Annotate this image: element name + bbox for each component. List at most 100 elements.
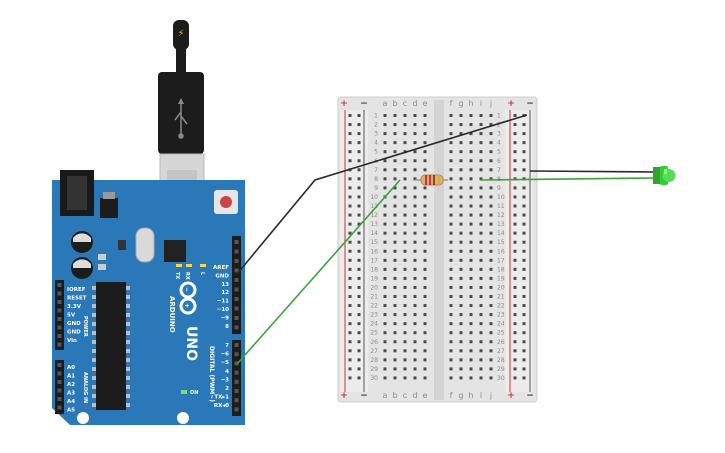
breadboard-hole[interactable] [413, 132, 417, 136]
rail-hole[interactable] [513, 358, 517, 362]
breadboard-hole[interactable] [403, 114, 407, 117]
breadboard-hole[interactable] [383, 213, 387, 217]
breadboard-hole[interactable] [449, 285, 453, 289]
breadboard-hole[interactable] [413, 267, 417, 271]
breadboard-hole[interactable] [383, 168, 387, 172]
breadboard-hole[interactable] [459, 313, 463, 317]
rail-hole[interactable] [522, 267, 526, 271]
breadboard[interactable]: 1234567891011121314151617181920212223242… [337, 96, 538, 403]
rail-hole[interactable] [513, 195, 517, 199]
breadboard-hole[interactable] [403, 295, 407, 298]
rail-hole[interactable] [357, 168, 361, 172]
breadboard-hole[interactable] [489, 177, 493, 181]
rail-hole[interactable] [348, 276, 352, 280]
breadboard-hole[interactable] [459, 177, 463, 181]
breadboard-hole[interactable] [403, 168, 407, 172]
rail-hole[interactable] [513, 331, 517, 335]
breadboard-hole[interactable] [469, 267, 473, 271]
breadboard-hole[interactable] [383, 331, 387, 335]
wire-led-anode[interactable] [480, 177, 656, 181]
breadboard-hole[interactable] [489, 358, 493, 362]
breadboard-hole[interactable] [479, 258, 483, 262]
breadboard-hole[interactable] [459, 213, 463, 217]
rail-hole[interactable] [513, 376, 517, 380]
digital-header-top[interactable] [232, 236, 241, 334]
breadboard-hole[interactable] [393, 276, 397, 280]
breadboard-hole[interactable] [479, 150, 483, 154]
rail-hole[interactable] [348, 240, 352, 244]
breadboard-hole[interactable] [413, 177, 417, 181]
breadboard-hole[interactable] [459, 295, 463, 298]
breadboard-hole[interactable] [489, 204, 493, 208]
breadboard-hole[interactable] [403, 240, 407, 244]
breadboard-hole[interactable] [489, 240, 493, 244]
breadboard-hole[interactable] [489, 285, 493, 289]
rail-hole[interactable] [348, 249, 352, 253]
breadboard-hole[interactable] [403, 186, 407, 190]
rail-hole[interactable] [348, 340, 352, 344]
breadboard-hole[interactable] [459, 258, 463, 262]
rail-hole[interactable] [348, 222, 352, 226]
breadboard-hole[interactable] [459, 222, 463, 226]
rail-hole[interactable] [522, 358, 526, 362]
breadboard-hole[interactable] [393, 267, 397, 271]
rail-hole[interactable] [348, 367, 352, 371]
rail-hole[interactable] [513, 186, 517, 190]
rail-hole[interactable] [357, 123, 361, 127]
breadboard-hole[interactable] [383, 231, 387, 235]
breadboard-hole[interactable] [413, 222, 417, 226]
breadboard-hole[interactable] [489, 114, 493, 117]
breadboard-hole[interactable] [489, 313, 493, 317]
led-green[interactable] [653, 166, 676, 185]
rail-hole[interactable] [522, 304, 526, 308]
rail-hole[interactable] [357, 177, 361, 181]
breadboard-hole[interactable] [489, 123, 493, 127]
breadboard-hole[interactable] [479, 349, 483, 353]
breadboard-hole[interactable] [413, 195, 417, 199]
rail-hole[interactable] [513, 114, 517, 117]
rail-hole[interactable] [357, 322, 361, 326]
rail-hole[interactable] [513, 258, 517, 262]
breadboard-hole[interactable] [469, 222, 473, 226]
breadboard-hole[interactable] [403, 358, 407, 362]
rail-hole[interactable] [513, 276, 517, 280]
breadboard-hole[interactable] [413, 331, 417, 335]
rail-hole[interactable] [357, 376, 361, 380]
breadboard-hole[interactable] [479, 285, 483, 289]
breadboard-hole[interactable] [459, 331, 463, 335]
breadboard-hole[interactable] [449, 150, 453, 154]
rail-hole[interactable] [357, 340, 361, 344]
breadboard-hole[interactable] [383, 186, 387, 190]
breadboard-hole[interactable] [489, 340, 493, 344]
rail-hole[interactable] [357, 132, 361, 136]
rail-hole[interactable] [357, 141, 361, 145]
breadboard-hole[interactable] [489, 267, 493, 271]
breadboard-hole[interactable] [459, 358, 463, 362]
breadboard-hole[interactable] [413, 150, 417, 154]
breadboard-hole[interactable] [459, 195, 463, 199]
breadboard-hole[interactable] [403, 159, 407, 163]
breadboard-hole[interactable] [413, 114, 417, 117]
rail-hole[interactable] [522, 285, 526, 289]
breadboard-hole[interactable] [479, 222, 483, 226]
breadboard-hole[interactable] [423, 313, 427, 317]
breadboard-hole[interactable] [393, 195, 397, 199]
rail-hole[interactable] [522, 186, 526, 190]
breadboard-hole[interactable] [413, 249, 417, 253]
rail-hole[interactable] [513, 285, 517, 289]
breadboard-hole[interactable] [449, 240, 453, 244]
breadboard-hole[interactable] [449, 231, 453, 235]
rail-hole[interactable] [513, 150, 517, 154]
rail-hole[interactable] [522, 159, 526, 163]
breadboard-hole[interactable] [413, 367, 417, 371]
rail-hole[interactable] [357, 267, 361, 271]
breadboard-hole[interactable] [449, 313, 453, 317]
breadboard-hole[interactable] [469, 159, 473, 163]
rail-hole[interactable] [357, 358, 361, 362]
rail-hole[interactable] [357, 159, 361, 163]
breadboard-hole[interactable] [469, 276, 473, 280]
breadboard-hole[interactable] [383, 222, 387, 226]
rail-hole[interactable] [357, 240, 361, 244]
breadboard-hole[interactable] [413, 276, 417, 280]
breadboard-hole[interactable] [383, 141, 387, 145]
